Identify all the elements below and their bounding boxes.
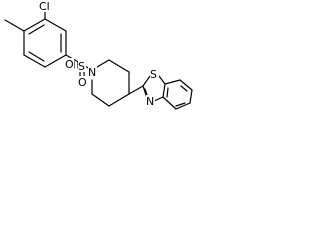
oxygen-left-label: O [65, 58, 74, 71]
bond [44, 54, 67, 68]
label-bg [150, 68, 159, 80]
bond [162, 96, 177, 110]
double-bond [28, 24, 45, 35]
methyl-bond [4, 19, 25, 32]
double-bond [166, 87, 169, 98]
double-bond [180, 85, 188, 92]
bond [162, 83, 166, 98]
bond [44, 18, 67, 32]
structure-diagram: Cl S O O N S N [4, 0, 193, 110]
label-bg [65, 58, 74, 70]
bond [23, 18, 46, 32]
bond [153, 96, 164, 102]
sulfonyl-sulfur-label: S [78, 60, 85, 73]
label-bg [78, 76, 87, 88]
bond [189, 89, 193, 104]
bond [142, 75, 151, 87]
oxygen-bottom-label: O [78, 76, 87, 89]
label-bg [78, 60, 86, 72]
double-bond [144, 88, 148, 96]
bond [158, 75, 166, 85]
bond [108, 93, 130, 107]
bond [164, 79, 181, 85]
label-bg [146, 95, 155, 107]
thiazole-ring [142, 75, 166, 102]
double-bond [175, 102, 186, 107]
bond [175, 102, 191, 110]
bond [108, 59, 130, 73]
chlorotoluene-ring [23, 18, 67, 68]
benzo-ring [162, 79, 193, 110]
bond [179, 79, 193, 91]
label-bg [88, 66, 97, 78]
thiazole-nitrogen-label: N [146, 95, 154, 108]
chlorine-label: Cl [39, 0, 50, 13]
piperidine-ring [91, 59, 130, 107]
piperidine-to-thiazole-bond [128, 85, 144, 95]
bond [91, 93, 110, 107]
label-bg [39, 0, 53, 12]
piperidine-nitrogen-label: N [88, 66, 96, 79]
thiazole-sulfur-label: S [150, 68, 157, 81]
double-bond [28, 51, 45, 62]
bond [23, 54, 46, 68]
